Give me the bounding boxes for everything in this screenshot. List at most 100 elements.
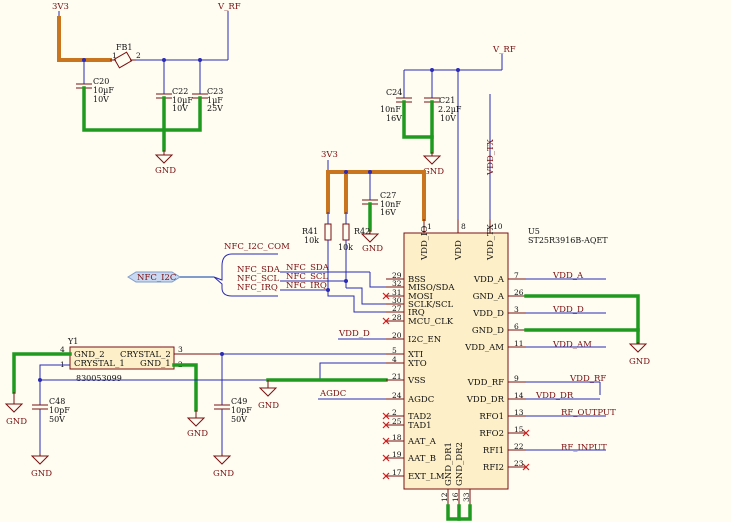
nfc-irq-net: NFC_IRQ — [286, 281, 327, 291]
y1-pin4-num: 4 — [60, 345, 65, 354]
r42-ref: R42 — [354, 227, 370, 236]
u5-pin-22-num: 22 — [514, 442, 524, 451]
net-vdd-d-left: VDD_D — [338, 329, 370, 339]
gnd-label-4: GND — [6, 417, 27, 427]
no-connect-mark — [382, 421, 390, 429]
wire-gnd-green-right — [524, 294, 640, 332]
fb1-pin1: 1 — [112, 51, 117, 60]
c21-voltage: 10V — [440, 114, 456, 123]
c49-value: 10pF — [231, 406, 252, 415]
nfc-sda-local: NFC_SDA — [237, 265, 281, 275]
c21-value: 2.2µF — [438, 105, 462, 114]
u5-ref: U5 — [528, 227, 540, 236]
u5-pin-1-num: 1 — [427, 222, 432, 231]
u5-pin-26-num: 26 — [514, 288, 524, 297]
u5-pin-31-label: MOSI — [408, 292, 433, 302]
u5-pin-30-label: SCLK/SCL — [408, 300, 454, 310]
c20-ref: C20 — [93, 77, 109, 86]
gnd-label-3: GND — [362, 244, 383, 254]
u5-pin-25-label: TAD1 — [408, 421, 432, 431]
net-vdd-rf: VDD_RF — [569, 374, 606, 384]
nfc-bus-label: NFC_I2C_COM — [224, 242, 290, 252]
no-connect-mark — [382, 454, 390, 462]
u5-pin-28-label: MCU_CLK — [408, 317, 454, 327]
r41-ref: R41 — [302, 227, 318, 236]
u5-pin-8-num: 8 — [461, 222, 466, 231]
r42-value: 10k — [338, 243, 353, 252]
u5-pin-4-num: 4 — [392, 355, 397, 364]
u5-pin-12-label: GND_DR1 — [444, 442, 454, 486]
u5-pin-8-label: VDD — [454, 240, 464, 261]
u5-pin-2-label: TAD2 — [408, 412, 432, 422]
gnd-label-2: GND — [423, 167, 444, 177]
u5-pin-22-label: RFI1 — [483, 446, 504, 456]
wire-gnd-green-top — [82, 86, 202, 132]
u5-pin-9-label: VDD_RF — [467, 378, 504, 388]
u5-pin-27-num: 27 — [392, 304, 402, 313]
y1-pin-crystal1: CRYSTAL_1 — [74, 359, 125, 369]
fb1-pin2: 2 — [136, 51, 141, 60]
u5-pin-7-num: 7 — [514, 271, 519, 280]
net-3v3-mid: 3V3 — [321, 150, 338, 160]
c20-value: 10µF — [93, 86, 114, 95]
resistor-r41 — [324, 223, 332, 241]
u5-pin-18-num: 18 — [392, 433, 402, 442]
u5-pin-1-label: VDD_IO — [420, 226, 430, 261]
u5-pin-6-label: GND_D — [472, 326, 504, 336]
r41-value: 10k — [304, 236, 319, 245]
nfc-scl-net: NFC_SCL — [286, 272, 328, 282]
u5-pin-17-num: 17 — [392, 468, 402, 477]
u5-pin-16-label: GND_DR2 — [455, 442, 465, 486]
y1-pin3-num: 3 — [178, 345, 183, 354]
c27-ref: C27 — [380, 191, 396, 200]
net-vrf-mid: V_RF — [492, 45, 516, 55]
u5-pin-11-num: 11 — [514, 339, 524, 348]
y1-part: 830053099 — [76, 374, 122, 383]
u5-pin-31-num: 31 — [392, 288, 402, 297]
u5-pin-19-num: 19 — [392, 450, 402, 459]
c23-voltage: 25V — [207, 104, 223, 113]
u5-pin-16-num: 16 — [451, 492, 460, 502]
c48-ref: C48 — [49, 397, 65, 406]
fb1-ref: FB1 — [116, 43, 133, 52]
u5-pin-23-num: 23 — [514, 459, 524, 468]
u5-pin-13-num: 13 — [514, 408, 524, 417]
wire-gnd-green-y1a — [12, 352, 72, 394]
net-vdd-tx: VDD_TX — [486, 138, 496, 176]
u5-pin-27-label: IRQ — [408, 308, 425, 318]
u5-part: ST25R3916B-AQET — [528, 236, 608, 245]
u5-pin-21-num: 21 — [392, 372, 402, 381]
u5-pin-26-label: GND_A — [473, 292, 505, 302]
c22-value: 10µF — [172, 96, 193, 105]
resistor-r42 — [342, 223, 350, 241]
c23-ref: C23 — [207, 87, 223, 96]
gnd-label-7: GND — [213, 469, 234, 479]
u5-pin-15-label: RFO2 — [479, 429, 504, 439]
u5-pin-10-num: 10 — [493, 222, 503, 231]
c48-voltage: 50V — [49, 415, 65, 424]
u5-pin-14-num: 14 — [514, 391, 524, 400]
gnd-symbol-8 — [258, 380, 278, 397]
ferrite-bead-fb1 — [110, 51, 136, 69]
c22-voltage: 10V — [172, 104, 188, 113]
net-rf-input: RF_INPUT — [561, 443, 607, 453]
nfc-irq-local: NFC_IRQ — [237, 283, 278, 293]
c20-voltage: 10V — [93, 95, 109, 104]
u5-pin-28-num: 28 — [392, 313, 402, 322]
net-vdd-d: VDD_D — [552, 305, 584, 315]
u5-pin-20-num: 20 — [392, 331, 402, 340]
u5-pin-3-label: VDD_D — [472, 309, 504, 319]
no-connect-mark — [522, 463, 530, 471]
gnd-symbol-6 — [30, 454, 50, 465]
gnd-symbol-5 — [186, 410, 206, 427]
u5-pin-10-label: VDD_TX — [486, 223, 496, 261]
wire-gnd-green-c24 — [402, 100, 434, 139]
gnd-label-9: GND — [629, 357, 650, 367]
u5-pin-32-num: 32 — [392, 279, 402, 288]
u5-pin-18-label: AAT_A — [407, 437, 437, 447]
nfc-port-label: NFC_I2C — [137, 273, 176, 283]
no-connect-mark — [382, 412, 390, 420]
crystal-y1 — [69, 346, 175, 370]
nfc-i2c-port — [127, 271, 214, 283]
